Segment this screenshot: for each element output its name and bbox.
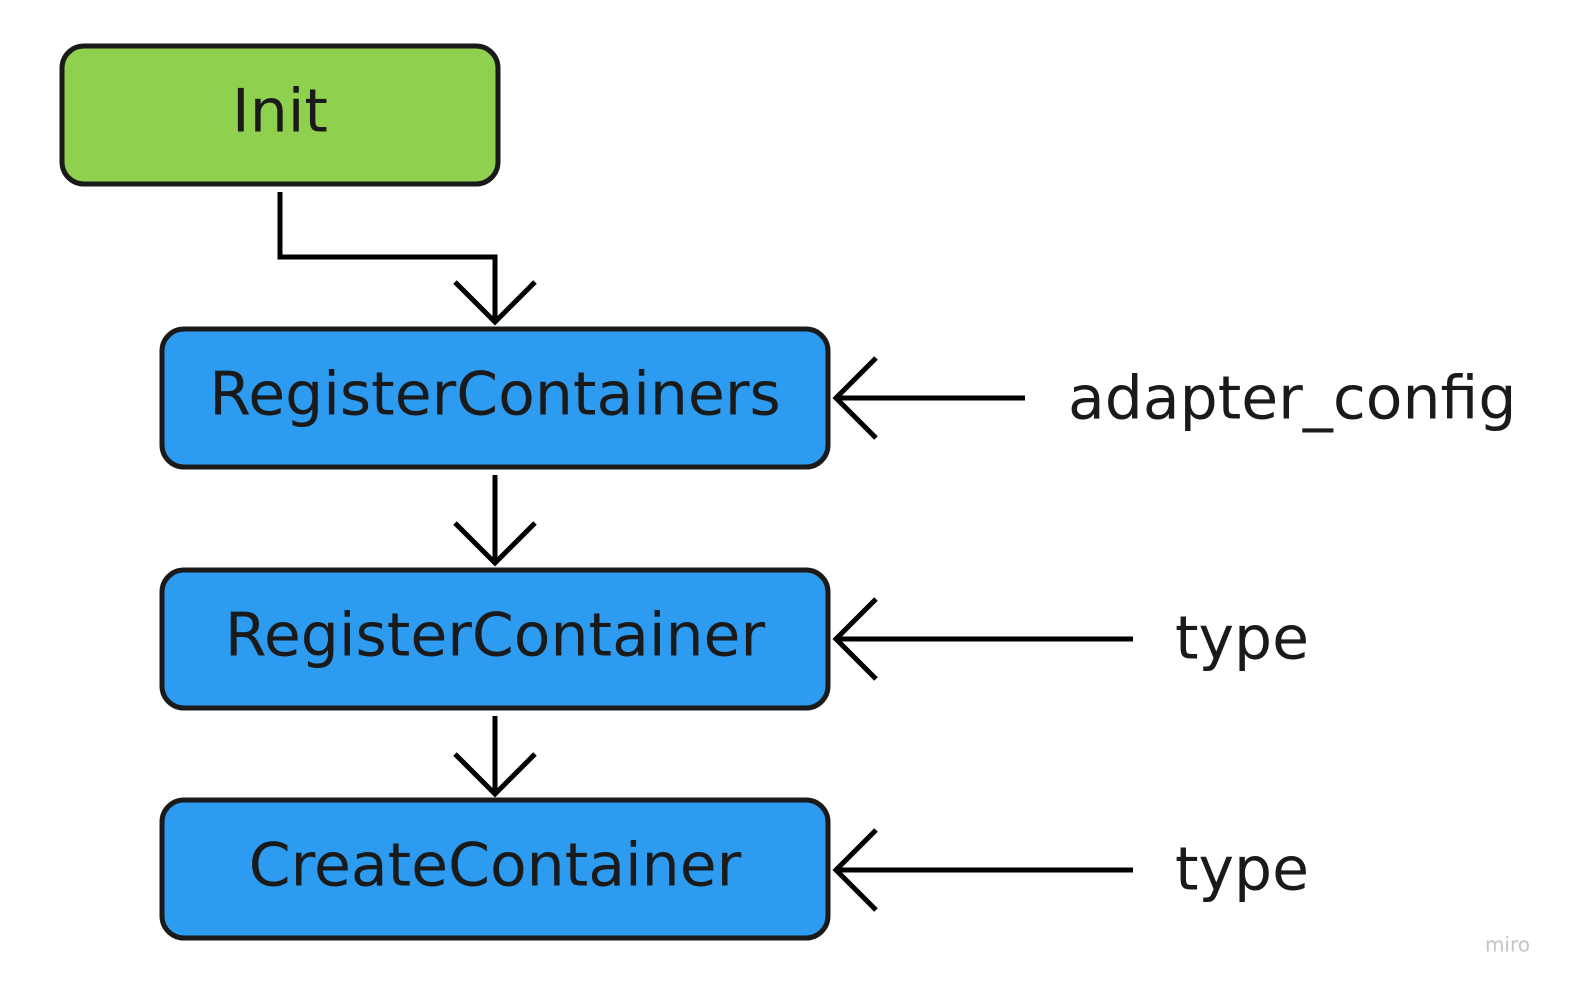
node-register-container: RegisterContainer — [159, 567, 831, 711]
node-init-box — [59, 43, 501, 187]
arrow-register-containers-to-register-container — [453, 475, 537, 567]
input-adapter-config: adapter_config — [832, 356, 1516, 440]
node-init: Init — [59, 43, 501, 187]
node-init-label: Init — [232, 77, 328, 147]
arrow-head-down-icon — [453, 752, 537, 798]
input-type-label: type — [1175, 604, 1309, 674]
input-type-register-container: type — [832, 597, 1309, 681]
node-register-container-box — [159, 567, 831, 711]
node-create-container-box — [159, 797, 831, 941]
arrow-head-down-icon — [453, 521, 537, 567]
node-register-containers-label: RegisterContainers — [209, 360, 781, 430]
node-register-container-label: RegisterContainer — [225, 601, 766, 671]
input-type-label: type — [1175, 835, 1309, 905]
node-create-container: CreateContainer — [159, 797, 831, 941]
arrow-head-down-icon — [453, 280, 537, 326]
arrow-head-left-icon — [832, 597, 878, 681]
arrow-register-container-to-create-container — [453, 716, 537, 798]
arrow-head-left-icon — [832, 356, 878, 440]
arrow-head-left-icon — [832, 828, 878, 912]
input-adapter-config-label: adapter_config — [1068, 364, 1516, 434]
input-type-create-container: type — [832, 828, 1309, 912]
arrow-init-to-register-containers — [277, 192, 537, 326]
connector-line — [277, 192, 498, 322]
miro-watermark-logo: miro — [1485, 933, 1530, 957]
node-register-containers-box — [159, 326, 831, 470]
node-create-container-label: CreateContainer — [249, 831, 742, 901]
node-register-containers: RegisterContainers — [159, 326, 831, 470]
